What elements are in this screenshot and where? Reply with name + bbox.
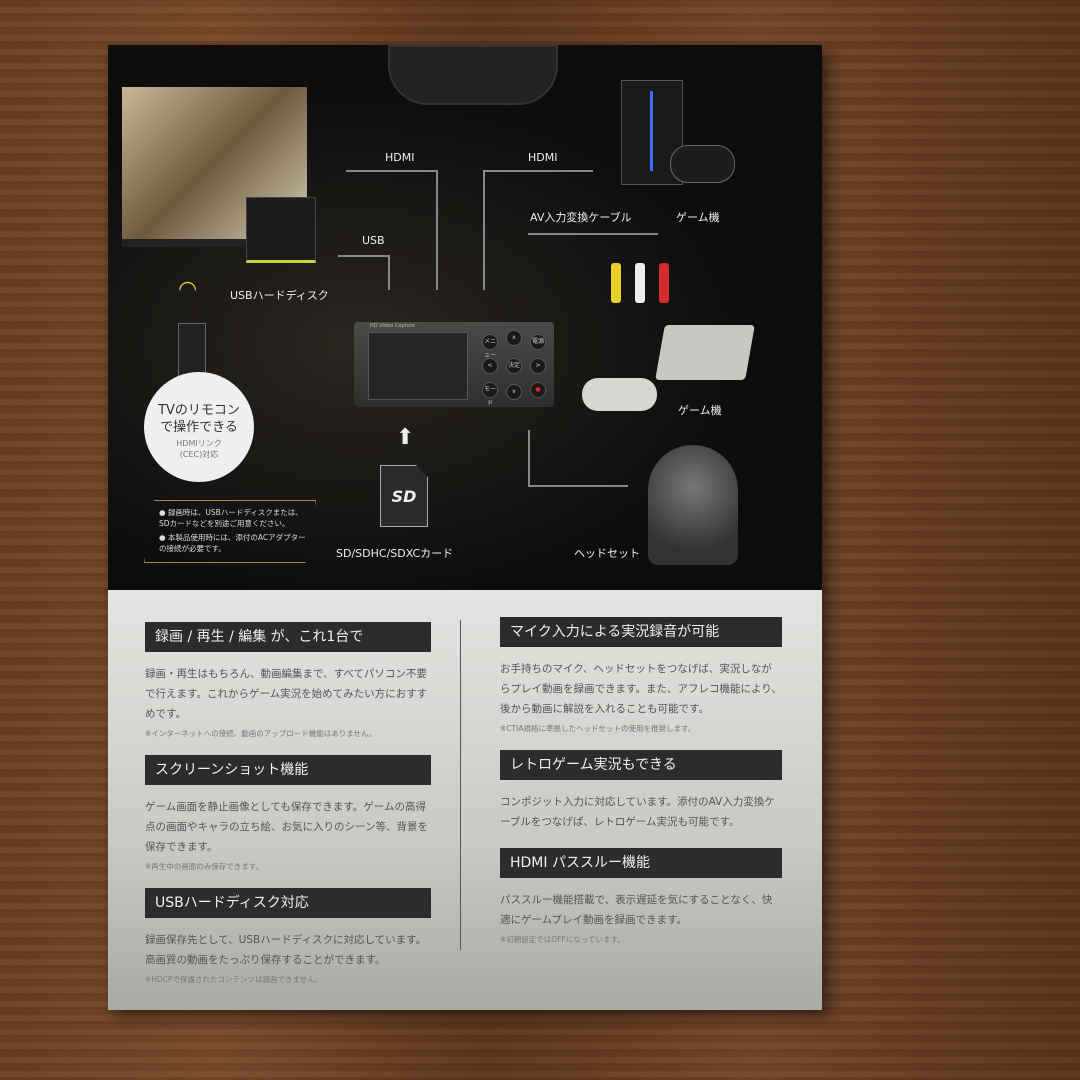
down-button: ∨	[506, 384, 522, 400]
retro-console-label: ゲーム機	[678, 404, 722, 417]
usb-label: USB	[362, 234, 385, 247]
headset-cable	[528, 485, 628, 487]
feature-note: ※CTIA規格に準拠したヘッドセットの使用を推奨します。	[500, 724, 696, 733]
feature-note: ※HDCPで保護されたコンテンツは録画できません。	[145, 975, 323, 984]
usb-cable	[388, 255, 390, 290]
sd-card-label: SD/SDHC/SDXCカード	[336, 547, 454, 560]
headset-image	[648, 445, 738, 565]
usb-hdd-label: USBハードディスク	[230, 289, 329, 302]
hdmi-cable	[346, 170, 436, 172]
feature-note: ※再生中の画面のみ保存できます。	[145, 862, 264, 871]
retro-console-image	[655, 325, 755, 380]
features-right: マイク入力による実況録音が可能お手持ちのマイク、ヘッドセットをつなげば、実況しな…	[500, 617, 782, 961]
features-panel: 録画 / 再生 / 編集 が、これ1台で録画・再生はもちろん、動画編集まで、すべ…	[108, 590, 822, 1010]
gamepad-image	[670, 145, 735, 183]
column-divider	[460, 620, 461, 950]
menu-button: メニュー	[482, 334, 498, 359]
remote-badge: TVのリモコンで操作できる HDMIリンク (CEC)対応	[144, 372, 254, 482]
arrow-up-icon: ⬆	[396, 425, 415, 450]
feature-body: 録画・再生はもちろん、動画編集まで、すべてパソコン不要で行えます。これからゲーム…	[145, 668, 428, 720]
feature-title: USBハードディスク対応	[145, 888, 431, 918]
hdmi-cable	[483, 170, 593, 172]
red-rca-plug	[659, 263, 669, 303]
notes-box: ● 録画時は、USBハードディスクまたは、SDカードなどを別途ご用意ください。 …	[144, 500, 316, 563]
note-text: 録画時は、USBハードディスクまたは、SDカードなどを別途ご用意ください。	[159, 508, 303, 528]
game-console-label: ゲーム機	[676, 211, 720, 224]
hdmi-cable	[483, 170, 485, 290]
feature-note: ※初期設定ではOFFになっています。	[500, 935, 625, 944]
headset-cable	[528, 430, 530, 485]
left-button: <	[482, 358, 498, 374]
device-screen	[368, 332, 468, 400]
hdmi-label: HDMI	[528, 151, 558, 164]
av-cable	[528, 233, 658, 235]
capture-device: HD Video Capture メニュー ∧ 電源 < 決定 > モード ∨ …	[354, 322, 554, 407]
feature: スクリーンショット機能ゲーム画面を静止画像としても保存できます。ゲームの高得点の…	[145, 755, 431, 872]
remote-text: で操作できる	[160, 420, 238, 435]
note: ● 録画時は、USBハードディスクまたは、SDカードなどを別途ご用意ください。	[159, 508, 303, 528]
feature: HDMI パススルー機能パススルー機能搭載で、表示遅延を気にすることなく、快適に…	[500, 848, 782, 945]
connection-diagram: HDMI HDMI USB AV入力変換ケーブル ゲーム機 USBハードディスク…	[108, 45, 822, 590]
usb-hdd-image	[246, 197, 316, 263]
feature-body: ゲーム画面を静止画像としても保存できます。ゲームの高得点の画面やキャラの立ち絵、…	[145, 801, 428, 853]
mode-button: モード	[482, 382, 498, 407]
feature: USBハードディスク対応録画保存先として、USBハードディスクに対応しています。…	[145, 888, 431, 985]
white-rca-plug	[635, 263, 645, 303]
note: ● 本製品使用時には、添付のACアダプターの接続が必要です。	[159, 533, 306, 553]
feature: マイク入力による実況録音が可能お手持ちのマイク、ヘッドセットをつなげば、実況しな…	[500, 617, 782, 734]
device-label: HD Video Capture	[370, 323, 415, 329]
power-button: 電源	[530, 334, 546, 350]
product-box: HDMI HDMI USB AV入力変換ケーブル ゲーム機 USBハードディスク…	[108, 45, 822, 1010]
box-flap	[388, 45, 558, 105]
usb-cable	[338, 255, 388, 257]
record-button: ●	[530, 382, 546, 398]
cec-text: (CEC)対応	[179, 450, 219, 459]
headset-label: ヘッドセット	[574, 547, 640, 560]
features-left: 録画 / 再生 / 編集 が、これ1台で録画・再生はもちろん、動画編集まで、すべ…	[145, 622, 431, 1001]
feature-body: コンポジット入力に対応しています。添付のAV入力変換ケーブルをつなげば、レトロゲ…	[500, 796, 775, 828]
feature-title: HDMI パススルー機能	[500, 848, 782, 878]
feature: 録画 / 再生 / 編集 が、これ1台で録画・再生はもちろん、動画編集まで、すべ…	[145, 622, 431, 739]
hdmi-cable	[436, 170, 438, 290]
right-button: >	[530, 358, 546, 374]
signal-icon: ◠	[178, 277, 198, 302]
hdmi-label: HDMI	[385, 151, 415, 164]
feature-title: スクリーンショット機能	[145, 755, 431, 785]
feature-title: レトロゲーム実況もできる	[500, 750, 782, 780]
feature: レトロゲーム実況もできるコンポジット入力に対応しています。添付のAV入力変換ケー…	[500, 750, 782, 832]
feature-body: パススルー機能搭載で、表示遅延を気にすることなく、快適にゲームプレイ動画を録画で…	[500, 894, 773, 926]
feature-title: マイク入力による実況録音が可能	[500, 617, 782, 647]
av-cable-label: AV入力変換ケーブル	[530, 211, 632, 224]
up-button: ∧	[506, 330, 522, 346]
yellow-rca-plug	[611, 263, 621, 303]
sd-card-image: SD	[380, 465, 428, 527]
feature-body: 録画保存先として、USBハードディスクに対応しています。高画質の動画をたっぷり保…	[145, 934, 427, 966]
retro-controller-image	[582, 378, 657, 411]
cec-text: HDMIリンク	[176, 439, 222, 448]
feature-body: お手持ちのマイク、ヘッドセットをつなげば、実況しながらプレイ動画を録画できます。…	[500, 663, 782, 715]
remote-text: TVのリモコン	[158, 403, 240, 418]
feature-title: 録画 / 再生 / 編集 が、これ1台で	[145, 622, 431, 652]
feature-note: ※インターネットへの接続、動画のアップロード機能はありません。	[145, 729, 377, 738]
note-text: 本製品使用時には、添付のACアダプターの接続が必要です。	[159, 533, 306, 553]
enter-button: 決定	[506, 358, 522, 374]
